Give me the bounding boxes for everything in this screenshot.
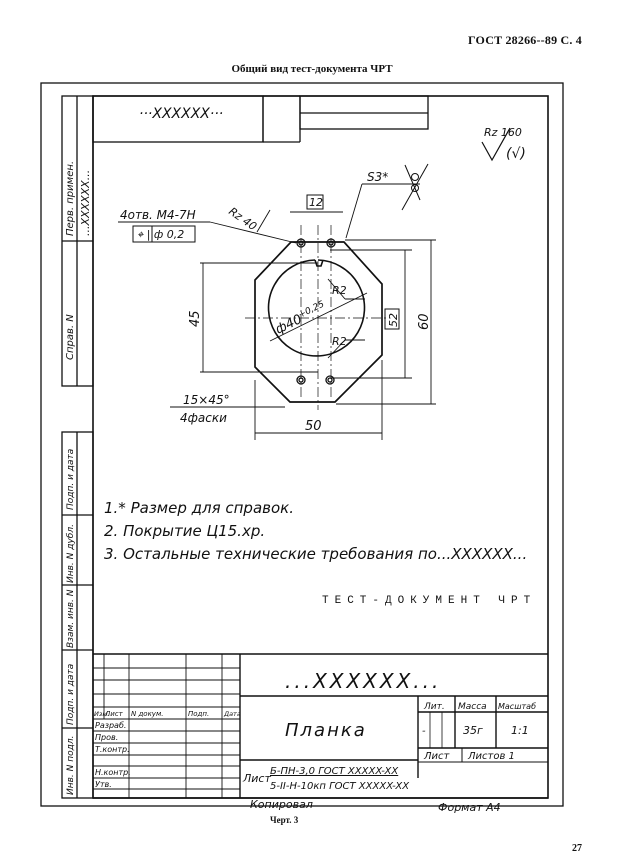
dim-height-ref: 52 — [387, 313, 400, 327]
dim-height-inner: 45 — [188, 310, 203, 327]
tb-part-name: Планка — [285, 720, 367, 741]
tb-role-razrab: Разраб. — [95, 721, 126, 730]
tb-col-izm: Изм. — [94, 710, 109, 718]
chamfer-count: 4фаски — [180, 411, 227, 425]
position-tolerance: ⌖ | ф 0,2 — [137, 228, 184, 241]
thickness-label: S3* — [367, 170, 388, 184]
dim-radius-top: R2 — [332, 284, 347, 297]
tb-scale-label: Масштаб — [498, 702, 536, 711]
tb-lit-label: Лит. — [423, 702, 445, 712]
tb-col-ndokum: N докум. — [131, 710, 163, 718]
tb-mass-label: Масса — [458, 702, 487, 712]
tb-col-podp: Подп. — [188, 710, 209, 718]
title-block — [93, 653, 548, 799]
side-inv-dubl: Инв. N дубл. — [66, 524, 76, 583]
tb-mass-value: 35г — [463, 724, 483, 737]
dim-hole-spacing: 12 — [309, 196, 323, 209]
roughness-general: Rz 160 — [484, 126, 522, 139]
figure-caption: Черт. 3 — [270, 815, 299, 825]
note-2: 2. Покрытие Ц15.хр. — [104, 522, 266, 540]
sheet-outer-border — [40, 82, 564, 807]
tb-material-line2: 5-II-H-10кп ГОСТ XXXXX-XX — [270, 781, 410, 792]
side-perv-primen-label: Перв. примен. — [65, 161, 76, 236]
test-document-label: ТЕСТ-ДОКУМЕНТ ЧРТ — [322, 595, 537, 607]
tb-copied: Копировал — [250, 798, 313, 811]
side-inv-podl: Инв. N подл. — [66, 736, 76, 795]
page-title: Общий вид тест-документа ЧРТ — [231, 63, 393, 75]
chamfer-size: 15×45° — [183, 393, 230, 407]
dim-width: 50 — [305, 419, 322, 434]
holes-spec: 4отв. M4-7H — [120, 208, 196, 222]
tb-lit-value: - — [422, 726, 426, 737]
tb-col-list: Лист — [104, 710, 124, 718]
tb-format: Формат А4 — [438, 801, 501, 814]
page-number: 27 — [572, 843, 582, 854]
side-vzam-inv: Взам. инв. N — [66, 589, 76, 648]
tb-role-utv: Утв. — [95, 780, 112, 789]
tb-scale-value: 1:1 — [511, 724, 529, 737]
roughness-note: (√) — [506, 146, 526, 162]
note-3: 3. Остальные технические требования по..… — [104, 545, 528, 563]
tb-role-prov: Пров. — [95, 733, 118, 742]
dim-radius-bottom: R2 — [332, 335, 347, 348]
technical-notes: 1.* Размер для справок. 2. Покрытие Ц15.… — [104, 497, 527, 566]
part-outline — [254, 241, 383, 403]
tb-role-tkontr: Т.контр. — [95, 745, 130, 754]
tb-material-line1: Б-ПН-3,0 ГОСТ XXXXX-XX — [270, 766, 399, 777]
top-stamp-code: ···XXXXXX··· — [139, 106, 223, 122]
tb-col-data: Дата — [223, 710, 241, 718]
note-1: 1.* Размер для справок. — [104, 499, 294, 517]
roughness-local: Rz 40 — [226, 205, 259, 233]
tb-sheets-label: Листов 1 — [467, 751, 515, 762]
standard-reference: ГОСТ 28266--89 С. 4 — [468, 33, 582, 47]
tb-designation: ...XXXXXX... — [285, 669, 441, 693]
side-sprav-label: Справ. N — [65, 314, 76, 360]
tb-sheet-label: Лист — [423, 751, 451, 762]
dim-height-total: 60 — [417, 313, 432, 330]
tb-role-nkontr: Н.контр. — [95, 768, 131, 777]
side-perv-primen-value: ...XXXXXX... — [79, 170, 92, 236]
side-podp-data-2: Подп. и дата — [66, 664, 76, 725]
tb-material-prefix: Лист — [242, 772, 271, 785]
side-podp-data-1: Подп. и дата — [66, 449, 76, 510]
